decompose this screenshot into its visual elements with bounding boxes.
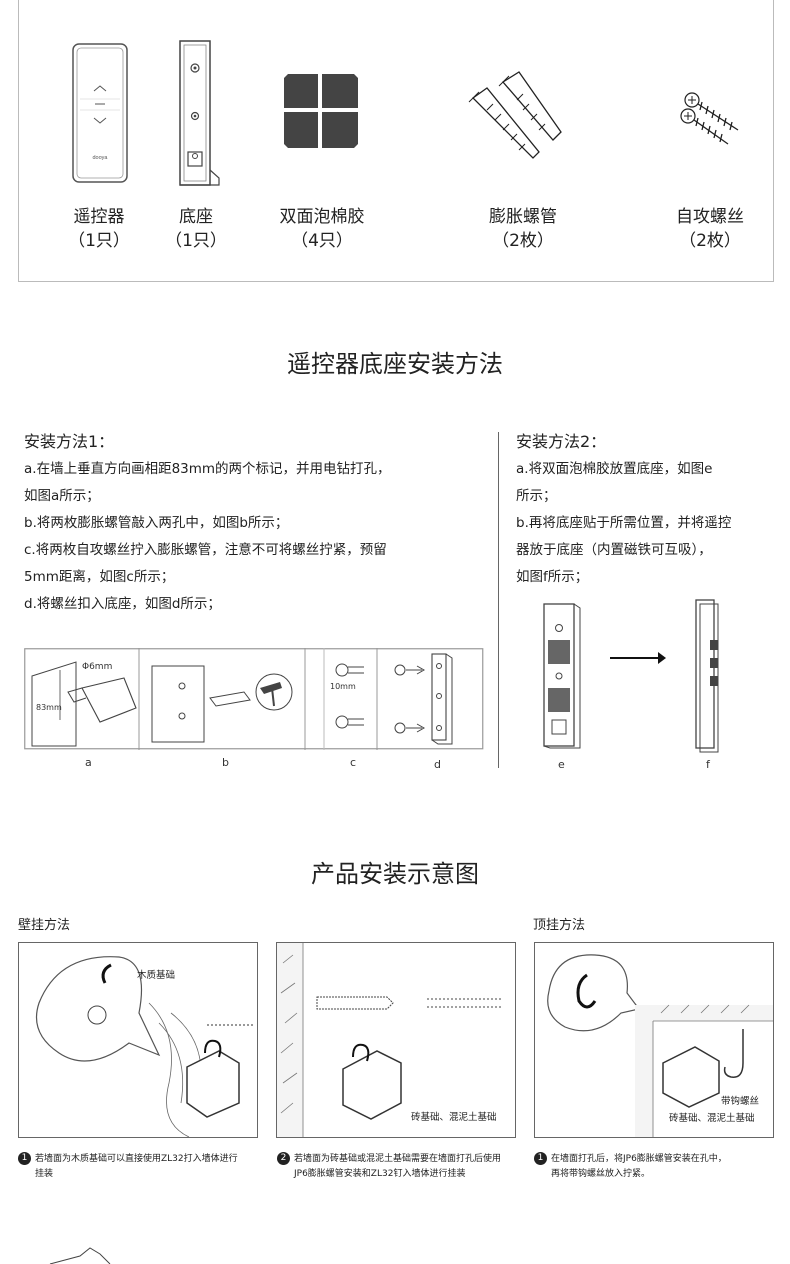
panel-ceiling: 带钩螺丝 砖基础、混泥土基础 — [534, 942, 774, 1138]
ceiling-mount-title: 顶挂方法 — [533, 918, 586, 933]
foam-tape-illustration — [284, 74, 358, 148]
ceiling-illustration — [547, 954, 773, 1137]
method-1-line: c.将两枚自攻螺丝拧入膨胀螺管，注意不可将螺丝拧紧，预留 — [24, 542, 387, 558]
part-remote: 遥控器 （1只） — [68, 207, 130, 251]
panel-1-caption: 木质基础 — [137, 970, 176, 981]
part-expansion-tube: 膨胀螺管 （2枚） — [489, 207, 557, 251]
method-2-figures — [543, 599, 719, 753]
method-1-line: d.将螺丝扣入底座，如图d所示； — [24, 596, 221, 612]
method-2-line: 所示； — [516, 488, 557, 504]
dim-phi-label: Φ6mm — [82, 662, 113, 672]
part-foam-tape: 双面泡棉胶 （4只） — [279, 207, 365, 251]
method-divider — [498, 432, 499, 768]
part-screw: 自攻螺丝 （2枚） — [676, 207, 744, 251]
panel-brick-base: 砖基础、混泥土基础 — [276, 942, 516, 1138]
screw-illustration — [680, 92, 739, 145]
panel-3-caption-hook-screw: 带钩螺丝 — [721, 1096, 760, 1107]
remote-brand: dooya — [93, 155, 109, 161]
parts-box — [18, 0, 774, 282]
part-base: 底座 （1只） — [165, 207, 227, 251]
note-number-badge: 2 — [277, 1152, 290, 1165]
wall-mount-title: 壁挂方法 — [18, 918, 71, 933]
dim-83-label: 83mm — [36, 703, 62, 712]
next-section-illustration — [49, 1247, 111, 1264]
method-2-line: 如图f所示； — [516, 569, 589, 585]
method-1-line: b.将两枚膨胀螺管敲入两孔中，如图b所示； — [24, 515, 289, 531]
wood-base-illustration — [35, 956, 253, 1137]
method-1-line: 5mm距离，如图c所示； — [24, 569, 175, 585]
method-2-line: 器放于底座（内置磁铁可互吸）， — [516, 542, 712, 558]
method-1-title: 安装方法1： — [24, 432, 115, 451]
method-1-figures — [24, 648, 484, 750]
fig-label-b: b — [222, 756, 229, 769]
section-title-product-install: 产品安装示意图 — [311, 860, 479, 888]
method-1-line: a.在墙上垂直方向画相距83mm的两个标记，并用电钻打孔， — [24, 461, 391, 477]
fig-label-c: c — [350, 756, 357, 769]
method-2-line: a.将双面泡棉胶放置底座，如图e — [516, 461, 713, 477]
fig-label-f: f — [706, 758, 710, 771]
method-1-line: 如图a所示； — [24, 488, 100, 504]
panel-2-caption: 砖基础、混泥土基础 — [411, 1112, 497, 1123]
panel-3-caption-base: 砖基础、混泥土基础 — [669, 1113, 755, 1124]
note-number-badge: 1 — [534, 1152, 547, 1165]
base-illustration — [179, 40, 220, 186]
brick-base-illustration — [277, 943, 501, 1137]
remote-illustration: dooya — [72, 43, 128, 183]
fig-label-e: e — [558, 758, 565, 771]
note-number-badge: 1 — [18, 1152, 31, 1165]
method-2-line: b.再将底座贴于所需位置，并将遥控 — [516, 515, 732, 531]
fig-label-d: d — [434, 758, 441, 771]
dim-10-label: 10mm — [330, 682, 356, 691]
method-2: 安装方法2： a.将双面泡棉胶放置底座，如图e 所示； b.再将底座贴于所需位置… — [516, 428, 778, 591]
expansion-tube-illustration — [468, 71, 562, 159]
method-1: 安装方法1： a.在墙上垂直方向画相距83mm的两个标记，并用电钻打孔， 如图a… — [24, 428, 484, 618]
fig-label-a: a — [85, 756, 92, 769]
section-title-base-install: 遥控器底座安装方法 — [287, 350, 503, 378]
panel-wood-base: 木质基础 — [18, 942, 258, 1138]
method-2-title: 安装方法2： — [516, 432, 607, 451]
